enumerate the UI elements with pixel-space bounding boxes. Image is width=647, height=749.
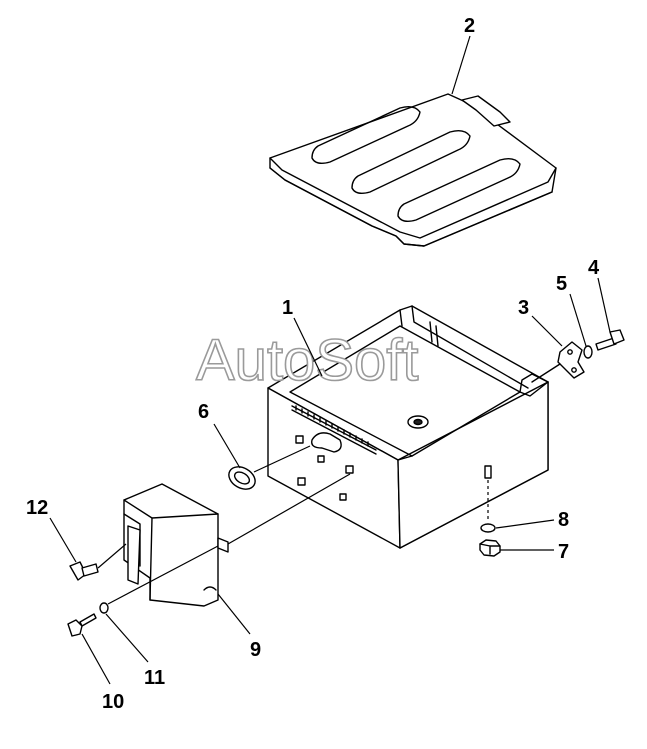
leader-5 xyxy=(569,293,587,347)
washer-part-8 xyxy=(480,523,496,533)
clip-part xyxy=(69,561,99,581)
callout-5: 5 xyxy=(556,273,567,295)
callout-7: 7 xyxy=(558,541,569,563)
leader-10 xyxy=(81,633,111,685)
washer-part-11 xyxy=(99,602,109,614)
leader-1 xyxy=(293,317,323,377)
leader-8 xyxy=(495,519,555,529)
cover-part xyxy=(269,93,557,247)
leader-12 xyxy=(49,517,77,563)
callouts: 2 1 3 4 5 6 7 8 9 10 11 12 xyxy=(26,15,611,713)
grommet-part xyxy=(228,466,256,490)
floor-bolt xyxy=(484,465,492,479)
washer-part-5 xyxy=(583,345,593,359)
bolt-part-4 xyxy=(595,329,625,351)
leader-4 xyxy=(597,277,611,333)
callout-1: 1 xyxy=(282,297,293,319)
nut-part-7 xyxy=(479,539,501,557)
leader-2 xyxy=(451,35,471,95)
callout-2: 2 xyxy=(464,15,475,37)
callout-4: 4 xyxy=(588,257,600,279)
callout-10: 10 xyxy=(102,691,124,713)
leader-3 xyxy=(531,315,563,347)
callout-6: 6 xyxy=(198,401,209,423)
callout-9: 9 xyxy=(250,639,261,661)
bolt-part-10 xyxy=(67,613,97,637)
watermark-text: AutoSoft xyxy=(196,328,418,393)
callout-3: 3 xyxy=(518,297,529,319)
clamp-part xyxy=(531,341,585,383)
leader-9 xyxy=(217,593,251,635)
leader-11 xyxy=(105,613,149,663)
callout-12: 12 xyxy=(26,497,48,519)
battery-box-part xyxy=(267,305,549,549)
leader-6 xyxy=(213,423,241,469)
bracket-part xyxy=(123,483,229,607)
callout-8: 8 xyxy=(558,509,569,531)
callout-11: 11 xyxy=(144,667,165,689)
